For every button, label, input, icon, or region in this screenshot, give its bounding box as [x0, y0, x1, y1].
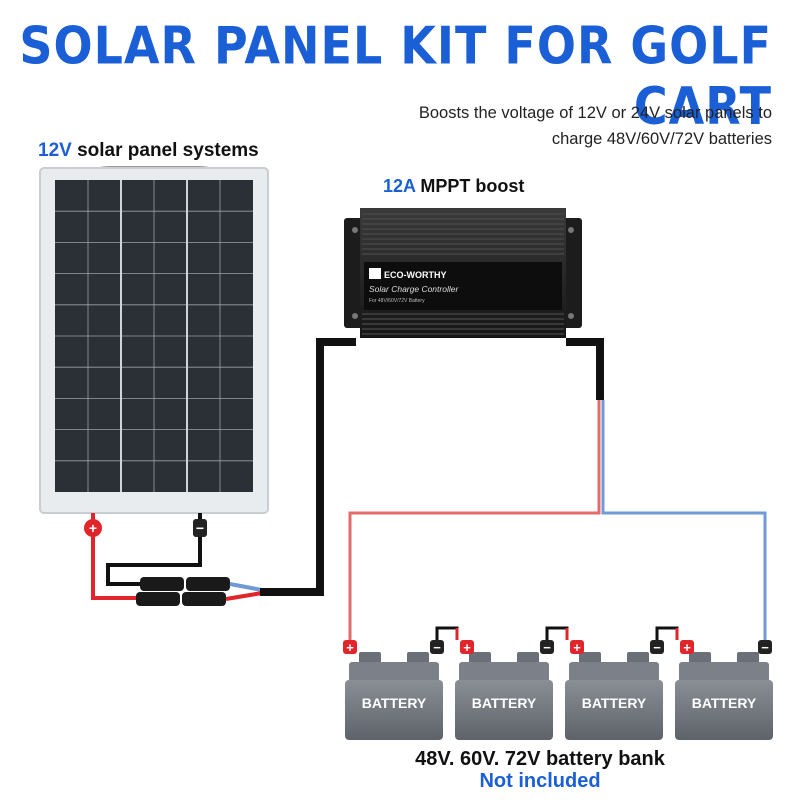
panel-positive-symbol: +	[89, 520, 97, 536]
solar-panel-voltage: 12V	[38, 140, 72, 161]
subtitle-line-2: charge 48V/60V/72V batteries	[551, 130, 772, 148]
battery-icon: BATTERY + −	[565, 640, 664, 740]
output-cable	[566, 338, 604, 400]
panel-negative-lead	[106, 513, 202, 586]
battery-positive-terminal: +	[680, 640, 694, 655]
battery-cap-right	[407, 652, 429, 664]
battery-icon: BATTERY + −	[675, 640, 773, 740]
battery-cap-left	[469, 652, 491, 664]
input-cable	[260, 338, 356, 596]
battery-body	[345, 680, 443, 740]
controller-model: For 48V/60V/72V Battery	[369, 298, 425, 304]
battery-positive-terminal: +	[460, 640, 474, 655]
mc4-connector-positive-b	[182, 592, 226, 606]
controller-label: 12A MPPT boost	[383, 176, 524, 197]
page-title: SOLAR PANEL KIT FOR GOLF CART	[19, 15, 772, 137]
output-negative-wire	[601, 400, 767, 640]
subtitle-line-1: Boosts the voltage of 12V or 24V solar p…	[418, 104, 772, 122]
battery-label: BATTERY	[362, 695, 427, 711]
battery-negative-symbol: −	[761, 640, 769, 655]
battery-positive-symbol: +	[463, 640, 471, 655]
mc4-connector-negative-b	[186, 577, 230, 591]
solar-panel-label-text: solar panel systems	[71, 140, 259, 161]
battery-body	[675, 680, 773, 740]
controller-current: 12A	[383, 176, 416, 196]
battery-cap-left	[579, 652, 601, 664]
battery-icon: BATTERY + −	[343, 640, 444, 740]
connector-to-cable-red	[225, 591, 263, 601]
battery-positive-terminal: +	[343, 640, 357, 655]
battery-label: BATTERY	[692, 695, 757, 711]
controller-brand: ECO-WORTHY	[384, 270, 447, 280]
battery-negative-terminal: −	[540, 640, 554, 655]
brand-logo-icon	[369, 268, 381, 279]
mc4-connector-icon	[136, 577, 263, 606]
mc4-connector-positive-a	[136, 592, 180, 606]
output-positive-wire	[348, 400, 601, 640]
battery-label: BATTERY	[582, 695, 647, 711]
battery-negative-terminal: −	[650, 640, 664, 655]
battery-top	[459, 662, 549, 682]
battery-positive-terminal: +	[570, 640, 584, 655]
charge-controller-icon: ECO-WORTHY Solar Charge Controller For 4…	[344, 208, 582, 338]
battery-positive-symbol: +	[346, 640, 354, 655]
battery-body	[565, 680, 663, 740]
battery-negative-symbol: −	[433, 640, 441, 655]
battery-top	[569, 662, 659, 682]
battery-negative-symbol: −	[543, 640, 551, 655]
battery-negative-terminal: −	[430, 640, 444, 655]
panel-positive-lead	[91, 513, 138, 600]
battery-bank-note: Not included	[479, 770, 601, 792]
solar-panel-label: 12V solar panel systems	[38, 140, 259, 162]
battery-body	[455, 680, 553, 740]
battery-top	[679, 662, 769, 682]
controller-label-text: MPPT boost	[415, 176, 525, 196]
battery-cap-left	[359, 652, 381, 664]
battery-icon: BATTERY + −	[455, 640, 554, 740]
battery-cap-left	[689, 652, 711, 664]
battery-positive-symbol: +	[573, 640, 581, 655]
panel-negative-terminal	[193, 519, 207, 537]
controller-heat-fins	[362, 213, 564, 335]
solar-panel-icon	[39, 166, 269, 514]
battery-bank-label: 48V. 60V. 72V battery bank	[415, 748, 665, 770]
connector-to-cable-blue	[229, 582, 263, 592]
controller-label-plate	[364, 262, 562, 310]
mc4-connector-negative-a	[140, 577, 184, 591]
page-subtitle: Boosts the voltage of 12V or 24V solar p…	[352, 100, 772, 152]
battery-cap-right	[517, 652, 539, 664]
battery-series-links	[435, 626, 679, 640]
battery-negative-symbol: −	[653, 640, 661, 655]
panel-leads: + −	[84, 513, 207, 600]
battery-negative-terminal: −	[758, 640, 772, 655]
battery-bank: BATTERY + − BATTERY + − BATTERY + − BATTERY + −	[343, 640, 773, 740]
battery-cap-right	[737, 652, 759, 664]
battery-top	[349, 662, 439, 682]
battery-label: BATTERY	[472, 695, 537, 711]
battery-positive-symbol: +	[683, 640, 691, 655]
panel-negative-symbol: −	[196, 520, 204, 536]
panel-busbars	[120, 180, 188, 492]
controller-product: Solar Charge Controller	[369, 284, 459, 294]
battery-cap-right	[627, 652, 649, 664]
panel-positive-terminal	[84, 519, 102, 537]
